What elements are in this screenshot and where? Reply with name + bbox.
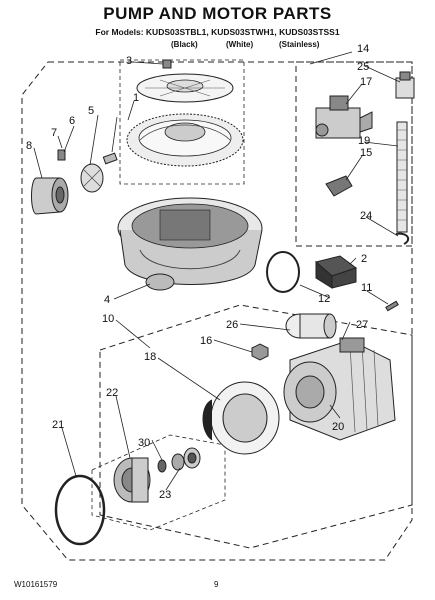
part-washers xyxy=(157,447,201,473)
part-screw-left xyxy=(57,149,66,161)
part-housing-left xyxy=(31,177,69,215)
variant-black: (Black) xyxy=(171,40,198,49)
callout-24: 24 xyxy=(360,210,372,222)
inlet-parts-box xyxy=(295,61,413,247)
part-clamp xyxy=(395,232,410,245)
callout-11: 11 xyxy=(361,282,372,294)
callout-23: 23 xyxy=(159,489,171,501)
callout-22: 22 xyxy=(106,387,118,399)
callout-26: 26 xyxy=(226,319,238,331)
part-pump-housing xyxy=(202,381,280,455)
part-capacitor xyxy=(285,313,337,339)
callout-4: 4 xyxy=(104,294,110,306)
part-cover xyxy=(314,255,358,289)
callout-27: 27 xyxy=(356,319,368,331)
callout-7: 7 xyxy=(51,127,57,139)
callout-10: 10 xyxy=(102,313,114,325)
part-sensor xyxy=(395,71,415,99)
callout-14: 14 xyxy=(357,43,369,55)
spray-parts-box xyxy=(119,59,245,185)
models-line: For Models: KUDS03STBL1, KUDS03STWH1, KU… xyxy=(95,27,340,37)
callout-21: 21 xyxy=(52,419,64,431)
leader-lines xyxy=(33,51,401,491)
impeller-box xyxy=(91,434,226,531)
variant-white: (White) xyxy=(226,40,254,49)
part-clip xyxy=(102,152,118,165)
callout-3: 3 xyxy=(126,55,132,67)
motor-assembly-box xyxy=(99,304,413,549)
part-nut xyxy=(251,343,269,361)
callout-2: 2 xyxy=(361,253,367,265)
callout-18: 18 xyxy=(144,351,156,363)
part-oring xyxy=(54,474,106,546)
callout-30: 30 xyxy=(138,437,150,449)
part-impeller xyxy=(113,457,151,503)
callout-25: 25 xyxy=(357,61,369,73)
part-gasket xyxy=(266,251,300,293)
part-pin xyxy=(385,300,399,312)
callout-1: 1 xyxy=(133,92,139,104)
callout-5: 5 xyxy=(88,105,94,117)
part-diverter xyxy=(80,163,104,193)
part-motor xyxy=(283,337,396,441)
callout-6: 6 xyxy=(69,115,75,127)
callout-17: 17 xyxy=(360,76,372,88)
callout-15: 15 xyxy=(360,147,372,159)
doc-number: W10161579 xyxy=(14,580,58,589)
callout-20: 20 xyxy=(332,421,344,433)
part-valve xyxy=(315,95,373,139)
page-number: 9 xyxy=(214,580,219,589)
variant-stainless: (Stainless) xyxy=(279,40,320,49)
callout-19: 19 xyxy=(358,135,370,147)
callout-8: 8 xyxy=(26,140,32,152)
part-spray-disk xyxy=(136,73,234,103)
callout-12: 12 xyxy=(318,293,330,305)
callout-16: 16 xyxy=(200,335,212,347)
part-screw xyxy=(162,59,172,69)
page-title: PUMP AND MOTOR PARTS xyxy=(103,4,332,23)
part-bracket xyxy=(325,175,353,197)
part-gear-ring xyxy=(126,113,244,167)
part-sump xyxy=(117,197,263,291)
part-hose xyxy=(396,121,408,233)
